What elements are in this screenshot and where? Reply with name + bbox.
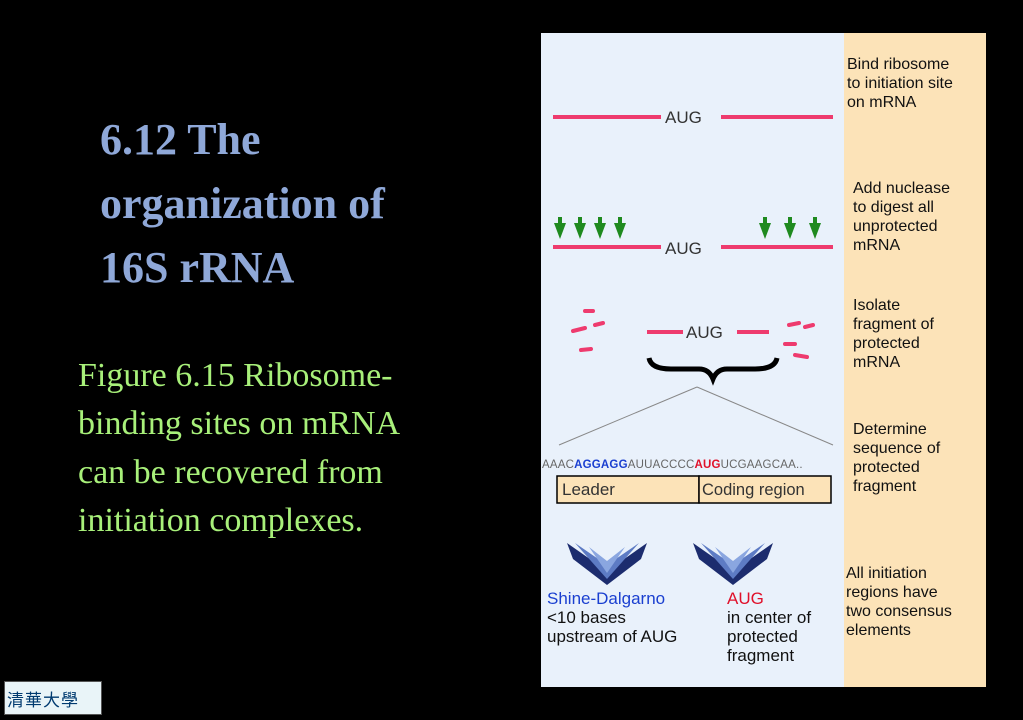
shine-dalgarno-description: Shine-Dalgarno <10 bases upstream of AUG: [547, 589, 677, 646]
zoom-line-left: [558, 386, 698, 446]
step-2-line-3: unprotected: [853, 218, 938, 235]
sequence-suffix: UCGAAGCAA..: [720, 459, 803, 471]
digested-fragments: [571, 309, 815, 359]
step-1-description: Bind ribosome to initiation site on mRNA: [847, 55, 953, 112]
step-2-line-4: mRNA: [853, 237, 901, 254]
shine-dalgarno-title: Shine-Dalgarno: [547, 589, 666, 608]
fragment-brace: [646, 357, 780, 386]
title-line-2: organization of: [100, 178, 385, 228]
ribosome-binding-diagram: AUG AUG AUG AAACAGGAGGAUUACCCCAUGUCGAAGC…: [541, 33, 986, 687]
leader-label: Leader: [562, 480, 615, 499]
step-4-line-2: sequence of: [853, 440, 941, 457]
diagram-graphics: [553, 115, 834, 585]
step-3-description: Isolate fragment of protected mRNA: [853, 296, 934, 372]
step-2-line-1: Add nuclease: [853, 180, 950, 197]
sequence-spacer: AUUACCCC: [627, 459, 695, 471]
step3-aug-label: AUG: [686, 323, 723, 342]
slide-title: 6.12 The organization of 16S rRNA: [100, 108, 520, 299]
caption-line-2: binding sites on mRNA: [78, 405, 401, 443]
title-line-3: 16S rRNA: [100, 242, 295, 292]
logo-text: 清華大學: [7, 691, 79, 711]
step1-aug-label: AUG: [665, 108, 702, 127]
step-3-line-3: protected: [853, 335, 920, 352]
step-1-line-3: on mRNA: [847, 94, 917, 111]
step-5-description: All initiation regions have two consensu…: [846, 564, 952, 640]
step-4-line-3: protected: [853, 459, 920, 476]
step-1-line-2: to initiation site: [847, 75, 953, 92]
step-5-line-3: two consensus: [846, 603, 952, 620]
step-2-description: Add nuclease to digest all unprotected m…: [853, 179, 950, 255]
caption-line-4: initiation complexes.: [78, 501, 364, 539]
title-line-1: 6.12 The: [100, 115, 261, 164]
protected-sequence: AAACAGGAGGAUUACCCCAUGUCGAAGCAA..: [542, 456, 803, 475]
sequence-prefix: AAAC: [542, 459, 575, 471]
step-4-description: Determine sequence of protected fragment: [853, 420, 940, 496]
step-4-line-4: fragment: [853, 478, 917, 495]
aug-line-2: protected: [727, 627, 798, 646]
step-3-line-1: Isolate: [853, 297, 901, 314]
university-logo: 清華大學: [4, 681, 102, 715]
caption-line-1: Figure 6.15 Ribosome-: [78, 357, 393, 394]
aug-line-3: fragment: [727, 646, 795, 665]
sd-line-1: <10 bases: [547, 608, 626, 627]
aug-description: AUG in center of protected fragment: [727, 589, 811, 665]
coding-region-box: [698, 475, 832, 504]
step-4-line-1: Determine: [853, 421, 927, 438]
leader-box: [556, 475, 700, 504]
step-5-line-4: elements: [846, 622, 911, 639]
sd-line-2: upstream of AUG: [547, 627, 678, 646]
step-2-line-2: to digest all: [853, 199, 934, 216]
step-3-line-2: fragment of: [853, 316, 934, 333]
zoom-line-right: [696, 386, 834, 446]
aug-arrow: [693, 543, 773, 585]
aug-title: AUG: [727, 589, 764, 608]
caption-line-3: can be recovered from: [78, 453, 383, 491]
sequence-shine-dalgarno: AGGAGG: [574, 459, 628, 471]
step-5-line-1: All initiation: [846, 565, 927, 582]
step2-aug-label: AUG: [665, 239, 702, 258]
nuclease-arrows: [554, 217, 821, 239]
step-description-column: [844, 33, 986, 687]
sequence-start-codon: AUG: [694, 459, 721, 471]
step-3-line-4: mRNA: [853, 354, 901, 371]
step-5-line-2: regions have: [846, 584, 938, 601]
figure-caption: Figure 6.15 Ribosome- binding sites on m…: [78, 352, 518, 545]
aug-line-1: in center of: [727, 608, 812, 627]
step-1-line-1: Bind ribosome: [847, 56, 950, 73]
coding-region-label: Coding region: [702, 481, 805, 499]
shine-dalgarno-arrow: [567, 543, 647, 585]
